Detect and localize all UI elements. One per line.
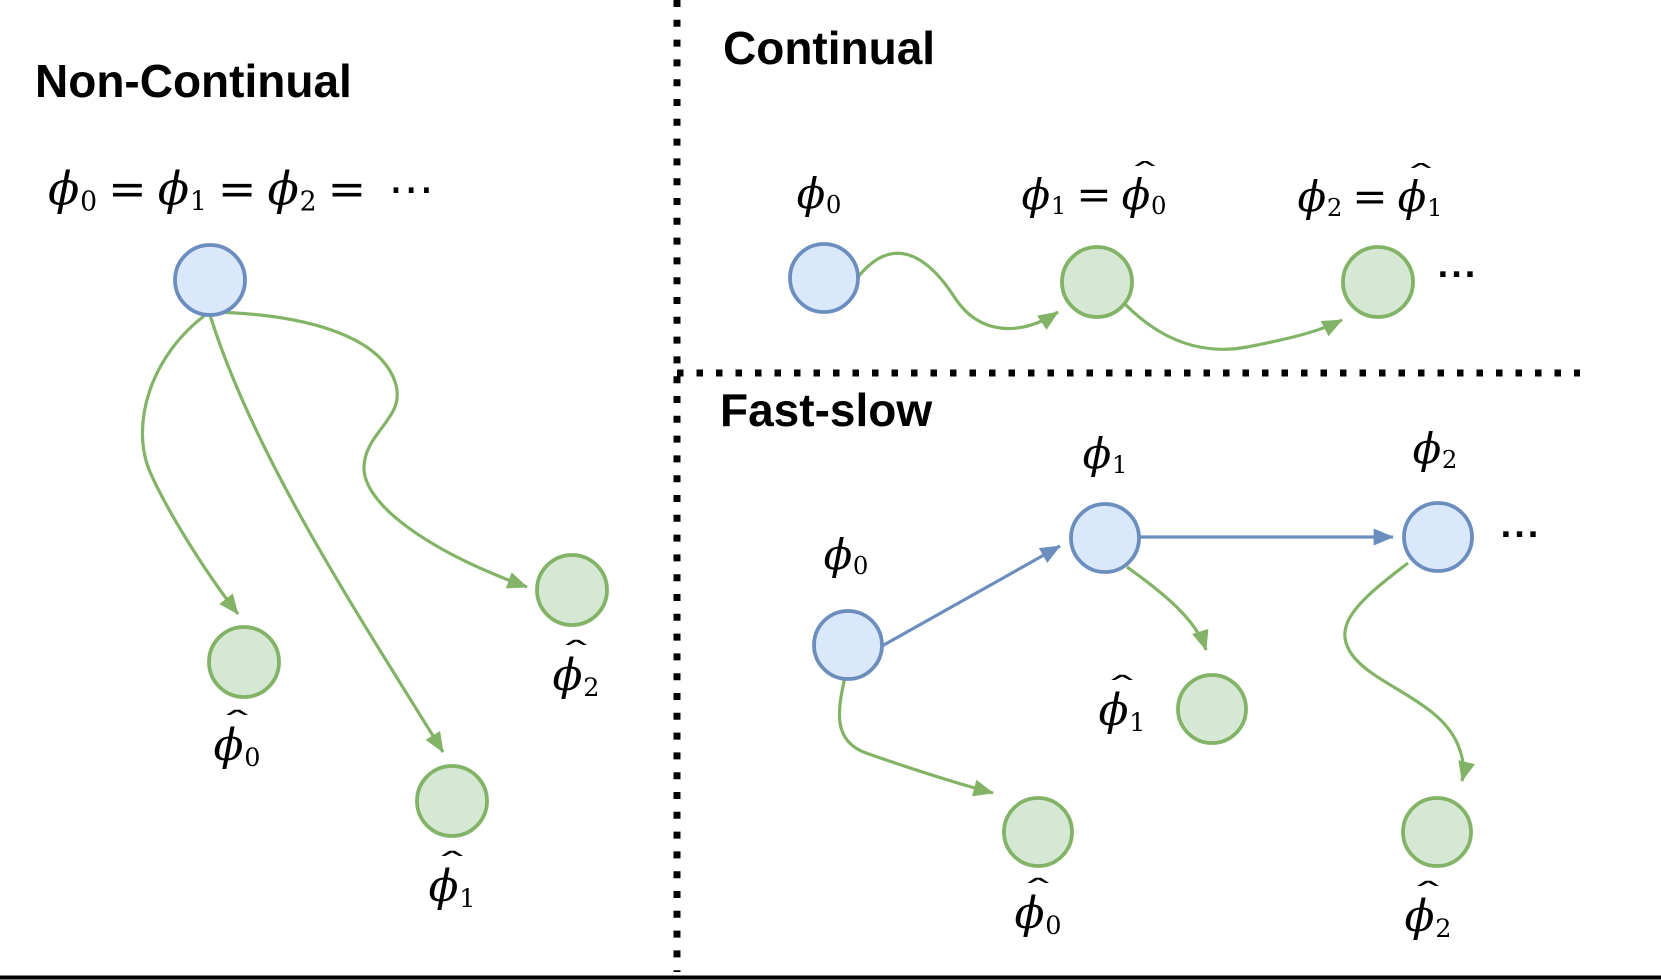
edge-fs-phi0-to-phi1 <box>881 544 1061 648</box>
edge-nc-phi-to-phihat1 <box>208 314 445 753</box>
node-fs-phihat0 <box>1002 796 1074 868</box>
node-c-phi2 <box>1341 245 1415 319</box>
edge-fs-phi2-to-phihat2 <box>1343 561 1475 782</box>
node-nc-phihat1 <box>415 764 489 838</box>
node-fs-phi1 <box>1069 502 1141 574</box>
node-c-phi1 <box>1060 245 1134 319</box>
edge-fs-phi0-to-phihat0 <box>837 676 994 797</box>
edge-nc-phi-to-phihat0 <box>141 311 240 615</box>
node-nc-phihat2 <box>535 553 609 627</box>
node-fs-phihat1 <box>1176 673 1248 745</box>
edge-fs-phi1-to-phihat1 <box>1126 565 1209 651</box>
node-fs-phi0 <box>812 609 884 681</box>
edge-c-phi0-to-phi1 <box>856 251 1059 331</box>
edge-c-phi1-to-phi2 <box>1122 301 1343 351</box>
node-fs-phihat2 <box>1401 796 1473 868</box>
edge-nc-phi-to-phihat2 <box>211 310 528 589</box>
node-c-phi0 <box>788 242 860 314</box>
node-fs-phi2 <box>1402 501 1474 573</box>
node-nc-phihat0 <box>207 625 281 699</box>
node-nc-phi <box>173 243 247 317</box>
